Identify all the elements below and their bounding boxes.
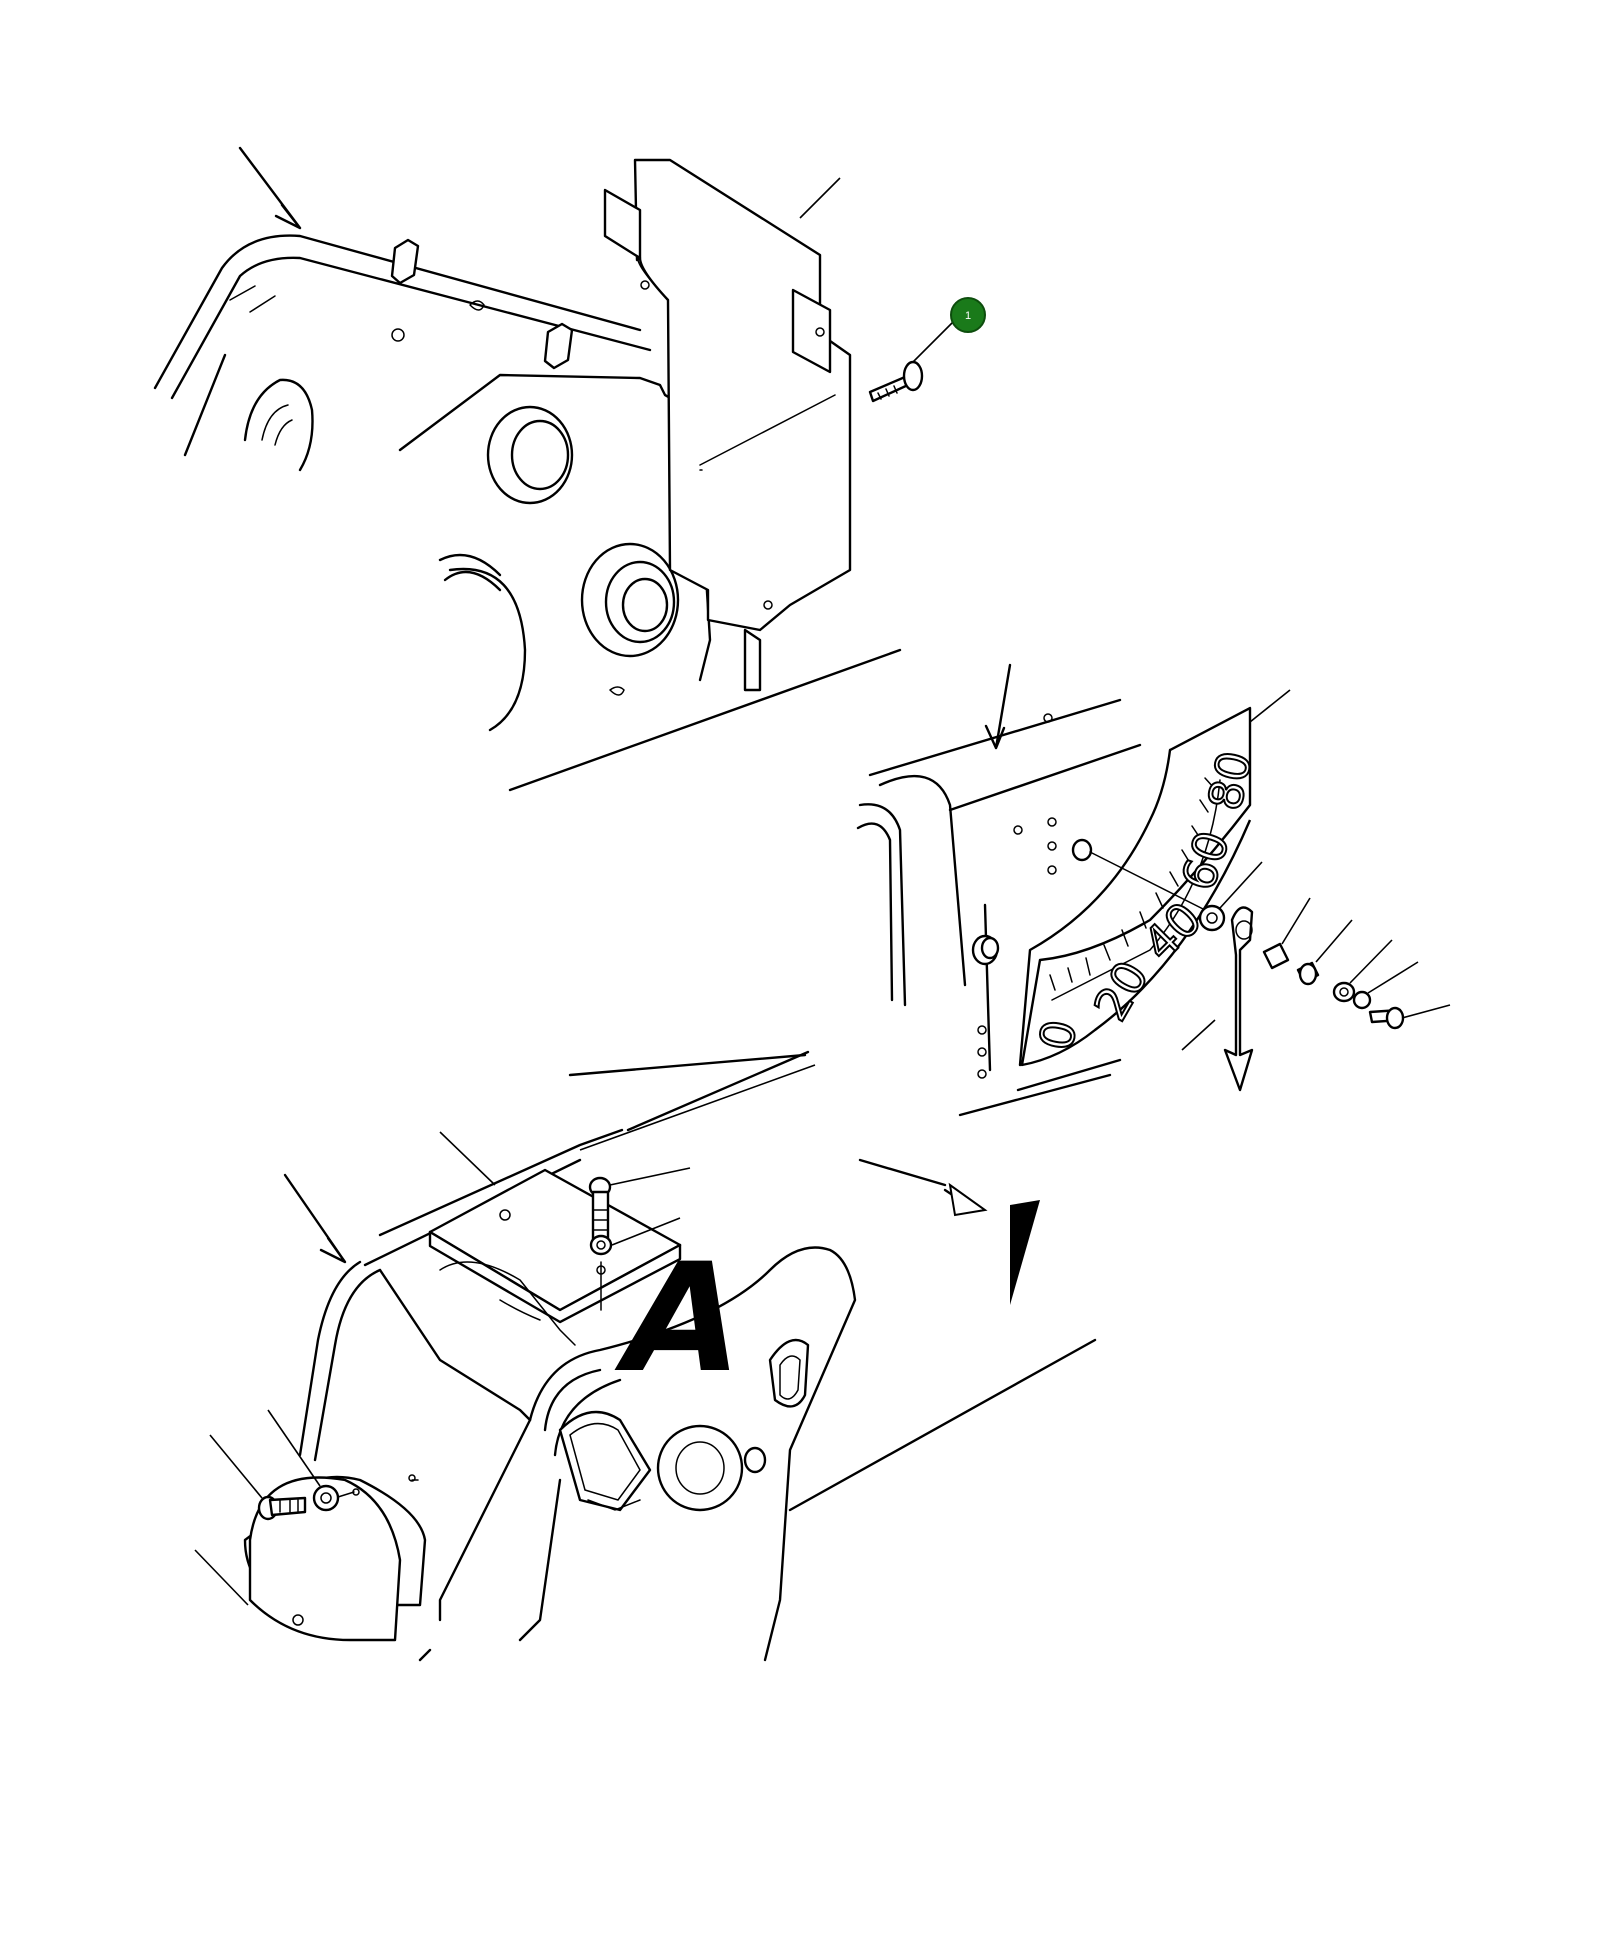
dial-label-80: 80	[1197, 746, 1262, 814]
callout-1[interactable]: 1	[950, 297, 986, 333]
guard-plate	[603, 158, 852, 692]
bolt-part-1	[868, 319, 956, 403]
direction-arrow-bottom	[283, 1173, 347, 1264]
boom-head-assembly	[153, 146, 902, 792]
callout-marker[interactable]	[950, 297, 986, 333]
boom-foot-assembly: A	[194, 1050, 1097, 1662]
callout-number: 1	[965, 310, 971, 322]
angle-dial-plate	[1020, 706, 1252, 1067]
angle-pointer	[1223, 906, 1254, 1092]
angle-indicator-assembly: 0 20 40 60 80	[856, 663, 1451, 1117]
direction-arrow-top	[238, 146, 302, 230]
